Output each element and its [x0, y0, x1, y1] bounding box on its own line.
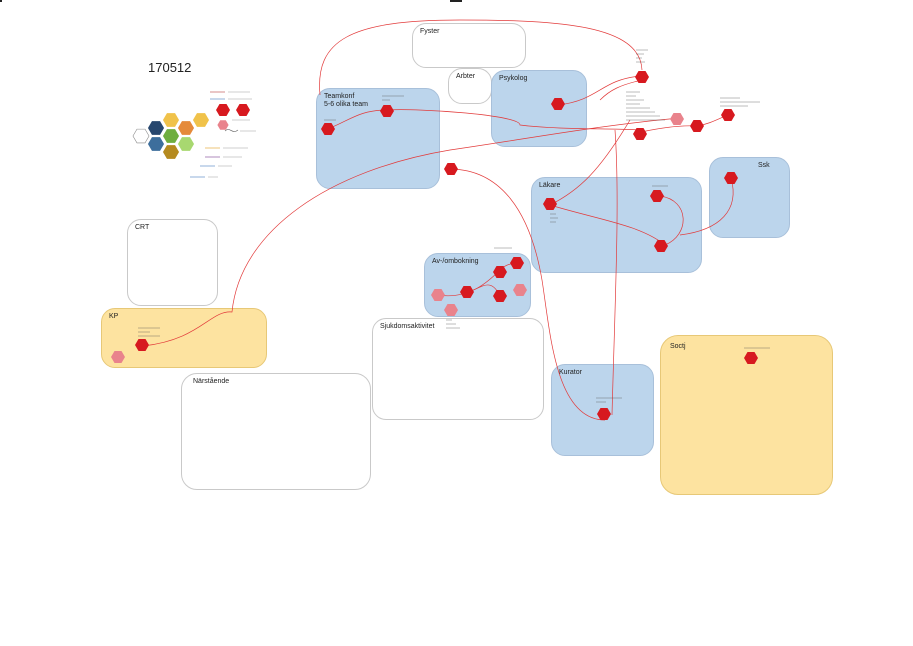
legend-line [224, 129, 239, 132]
node [670, 113, 684, 125]
legend-hex [147, 121, 165, 135]
legend-hex [162, 145, 180, 159]
zone-label-av-ombokning: Av-/ombokning [432, 258, 479, 265]
node [635, 71, 649, 83]
zone-av-ombokning[interactable]: Av-/ombokning [424, 253, 531, 317]
legend-hex [177, 121, 195, 135]
zone-soctj[interactable]: Soctj [660, 335, 833, 495]
zone-label-ssk: Ssk [758, 162, 770, 169]
zone-psykolog[interactable]: Psykolog [491, 70, 587, 147]
zone-label-kp: KP [109, 313, 119, 320]
zone-label-teamkonf: Teamkonf 5-6 olika team [324, 93, 368, 108]
zone-label-crt: CRT [135, 224, 150, 231]
zone-teamkonf[interactable]: Teamkonf 5-6 olika team [316, 88, 440, 189]
legend-hex [147, 137, 165, 151]
legend-hex [162, 113, 180, 127]
legend-hexagons [132, 113, 210, 159]
zone-label-arbter: Arbter [456, 73, 476, 80]
zone-arbter[interactable]: Arbter [448, 68, 492, 104]
zone-fyster[interactable]: Fyster [412, 23, 526, 68]
node [721, 109, 735, 121]
top-mark [450, 0, 462, 2]
legend-hex [162, 129, 180, 143]
node [690, 120, 704, 132]
legend [132, 91, 256, 178]
zone-kp[interactable]: KP [101, 308, 267, 368]
connector-psyk-right [599, 79, 643, 101]
zone-crt[interactable]: CRT [127, 219, 218, 306]
legend-hex [192, 113, 210, 127]
zone-lakare[interactable]: Läkare [531, 177, 702, 273]
zone-kurator[interactable]: Kurator [551, 364, 654, 456]
legend-fine-print [208, 91, 256, 178]
corner-mark [0, 0, 2, 2]
legend-swatch [216, 104, 230, 116]
node [444, 163, 458, 175]
zone-label-psykolog: Psykolog [499, 75, 528, 82]
zone-label-narstaende: Närstående [193, 378, 230, 385]
zone-label-lakare: Läkare [539, 182, 561, 189]
zone-label-fyster: Fyster [420, 28, 440, 35]
zone-label-sjukdomsaktivitet: Sjukdomsaktivitet [380, 323, 435, 330]
zone-ssk[interactable]: Ssk [709, 157, 790, 238]
legend-swatch [217, 120, 229, 130]
node [633, 128, 647, 140]
connector-right-cluster [640, 114, 729, 133]
zone-label-soctj: Soctj [670, 343, 686, 350]
zone-sjukdomsaktivitet[interactable]: Sjukdomsaktivitet [372, 318, 544, 420]
zone-label-kurator: Kurator [559, 369, 582, 376]
legend-lines [190, 91, 239, 178]
legend-hex [132, 128, 150, 144]
legend-swatches [216, 104, 250, 130]
legend-hex [177, 137, 195, 151]
diagram-title: 170512 [148, 60, 192, 75]
legend-swatch [236, 104, 250, 116]
zone-narstaende[interactable]: Närstående [181, 373, 371, 490]
